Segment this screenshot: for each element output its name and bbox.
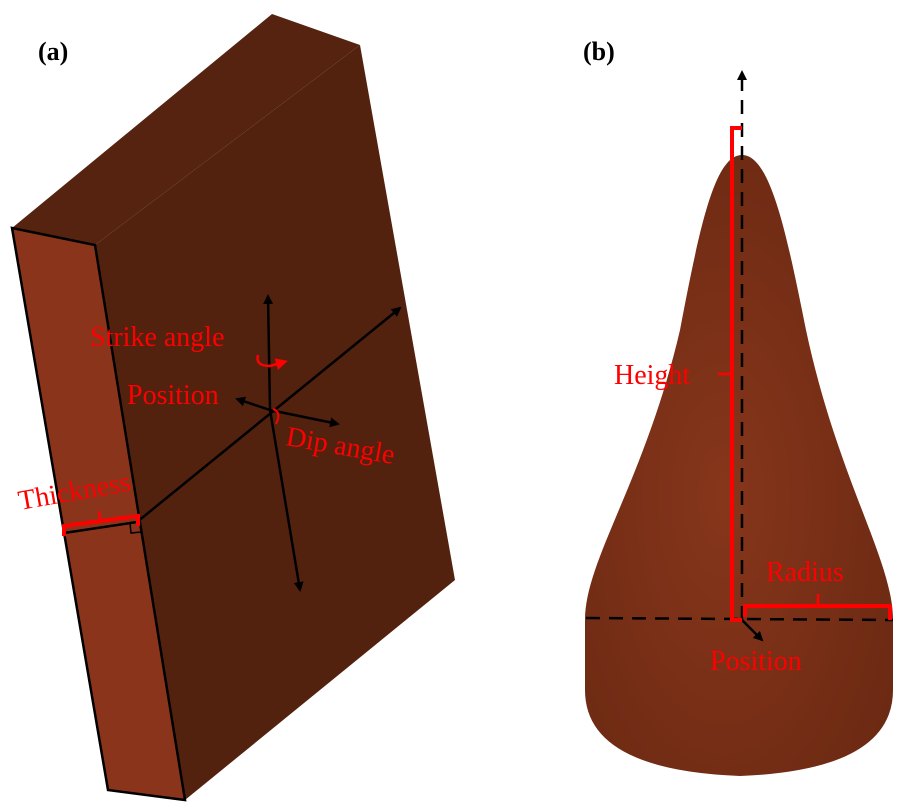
strike-rotation-icon — [256, 354, 288, 370]
slab-annotations — [62, 354, 288, 536]
position-label-a: Position — [127, 380, 219, 411]
strike-angle-label: Strike angle — [90, 322, 225, 353]
slab-top-face — [12, 14, 360, 245]
up-arrow — [263, 294, 274, 411]
thickness-edge — [63, 520, 138, 535]
down-arrow — [268, 409, 304, 592]
panel-a-tag: (a) — [38, 37, 68, 66]
base-line — [585, 616, 894, 622]
cone-body — [585, 155, 893, 776]
thickness-bracket — [62, 513, 140, 536]
position-label-b: Position — [710, 646, 802, 677]
position-arrow-b — [741, 619, 764, 642]
radius-label: Radius — [766, 557, 844, 588]
cone-axes — [585, 70, 894, 642]
strike-axis-arrow — [136, 306, 402, 523]
right-angle-mark — [129, 522, 142, 534]
slab-axes — [63, 294, 402, 592]
position-arrow — [235, 396, 271, 412]
height-label: Height — [614, 360, 690, 391]
slab-front-face — [95, 45, 455, 800]
dip-arrow — [269, 408, 340, 428]
slab — [10, 14, 455, 802]
panel-b-tag: (b) — [583, 37, 615, 66]
dip-arc-icon — [272, 408, 280, 425]
cone-annotations — [718, 126, 892, 622]
